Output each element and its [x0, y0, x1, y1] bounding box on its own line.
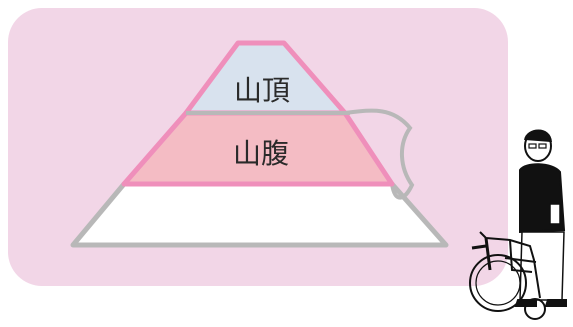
tier-base: [70, 181, 449, 248]
tier-top-label: 山頂: [234, 74, 290, 107]
curl-outline: [343, 108, 415, 200]
tier-middle-label: 山腹: [233, 137, 289, 170]
person-with-wheelchair-icon: [469, 129, 567, 320]
